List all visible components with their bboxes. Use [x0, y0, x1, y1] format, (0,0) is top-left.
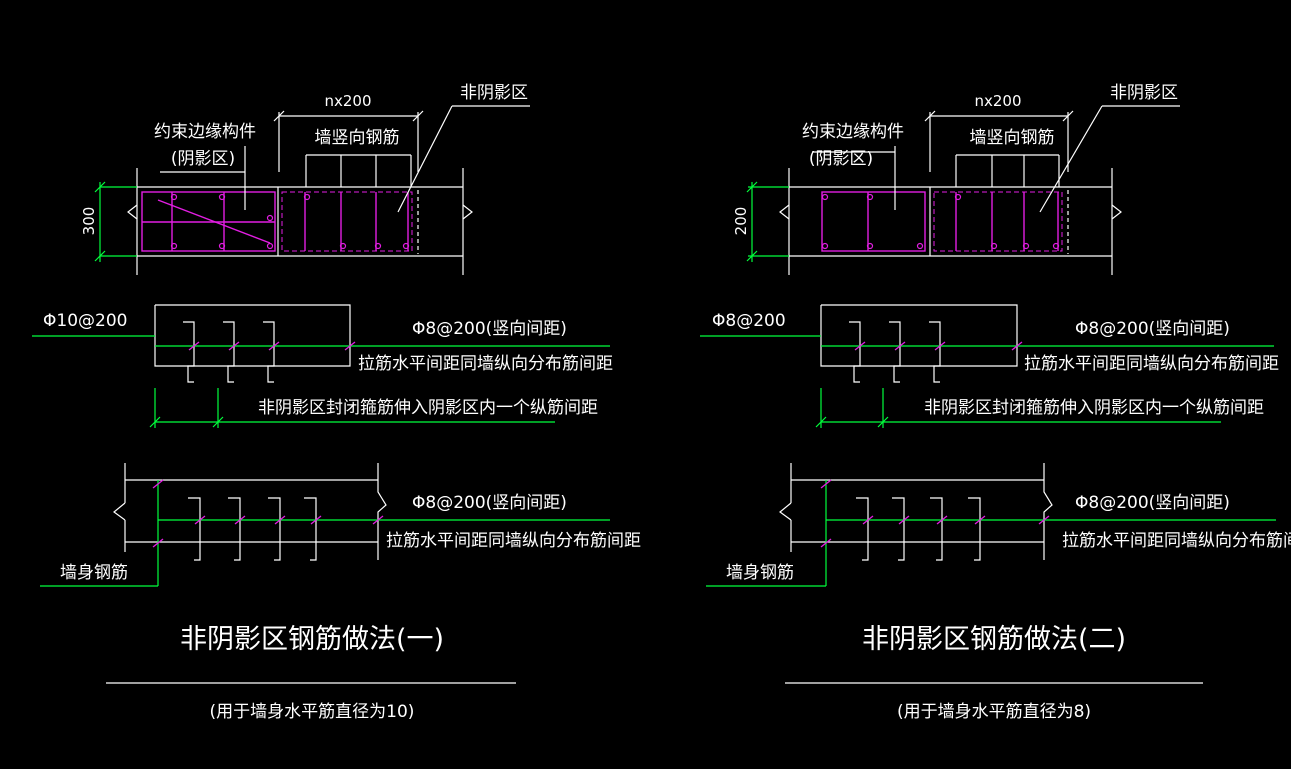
detail-1-plan-section: 300: [80, 83, 530, 275]
detail-2-spacing-spec-1: Φ8@200(竖向间距): [1075, 319, 1230, 339]
detail-2-rebar-spec-left: Φ8@200: [712, 311, 786, 331]
detail-1-label-vertical-bar: 墙竖向钢筋: [315, 128, 400, 148]
detail-1-label-shadow: (阴影区): [171, 149, 235, 169]
detail-1: 300: [32, 83, 641, 722]
detail-2-dim-height: 200: [732, 207, 750, 236]
detail-2-elevation-b: Φ8@200(竖向间距) 拉筋水平间距同墙纵向分布筋间距 墙身钢筋: [706, 463, 1291, 587]
detail-1-wall-bar-label: 墙身钢筋: [60, 563, 128, 583]
detail-1-elevation-b: Φ8@200(竖向间距) 拉筋水平间距同墙纵向分布筋间距 墙身钢筋: [40, 463, 641, 587]
detail-2: 200 nx200: [700, 83, 1291, 722]
detail-2-elevation-a: Φ8@200 Φ8@200(竖向间距) 拉筋水平间距同墙纵向分布筋间距 非阴影区…: [700, 304, 1279, 428]
detail-1-spacing-spec-2: Φ8@200(竖向间距): [412, 493, 567, 513]
detail-1-label-edge-member: 约束边缘构件: [154, 122, 256, 142]
detail-2-plan-section: 200 nx200: [732, 83, 1180, 275]
detail-1-elevation-a: Φ10@200 Φ8@200(竖向间距) 拉筋水平间距同墙纵向分布筋间距 非阴影…: [32, 304, 613, 428]
detail-1-spacing-spec-1: Φ8@200(竖向间距): [412, 319, 567, 339]
detail-2-label-edge-member: 约束边缘构件: [802, 122, 904, 142]
detail-2-title: 非阴影区钢筋做法(二): [862, 624, 1126, 655]
detail-1-rebar-spec-left: Φ10@200: [43, 311, 127, 331]
detail-1-title: 非阴影区钢筋做法(一): [180, 624, 444, 655]
detail-2-label-nonshadow: 非阴影区: [1110, 83, 1178, 103]
detail-1-dim-top: nx200: [324, 92, 371, 110]
detail-1-anchor-note: 非阴影区封闭箍筋伸入阴影区内一个纵筋间距: [258, 398, 598, 418]
detail-2-subtitle: (用于墙身水平筋直径为8): [897, 702, 1091, 722]
detail-2-dim-top: nx200: [974, 92, 1021, 110]
detail-2-tie-note-2: 拉筋水平间距同墙纵向分布筋间距: [1062, 531, 1291, 551]
detail-1-subtitle: (用于墙身水平筋直径为10): [210, 702, 415, 722]
detail-2-label-shadow: (阴影区): [809, 149, 873, 169]
detail-1-label-nonshadow: 非阴影区: [460, 83, 528, 103]
detail-1-dim-height: 300: [80, 207, 98, 236]
detail-2-anchor-note: 非阴影区封闭箍筋伸入阴影区内一个纵筋间距: [924, 398, 1264, 418]
detail-2-tie-note-1: 拉筋水平间距同墙纵向分布筋间距: [1024, 354, 1279, 374]
detail-2-spacing-spec-2: Φ8@200(竖向间距): [1075, 493, 1230, 513]
detail-1-tie-note-1: 拉筋水平间距同墙纵向分布筋间距: [358, 354, 613, 374]
detail-1-tie-note-2: 拉筋水平间距同墙纵向分布筋间距: [386, 531, 641, 551]
detail-2-wall-bar-label: 墙身钢筋: [726, 563, 794, 583]
detail-2-label-vertical-bar: 墙竖向钢筋: [970, 128, 1055, 148]
